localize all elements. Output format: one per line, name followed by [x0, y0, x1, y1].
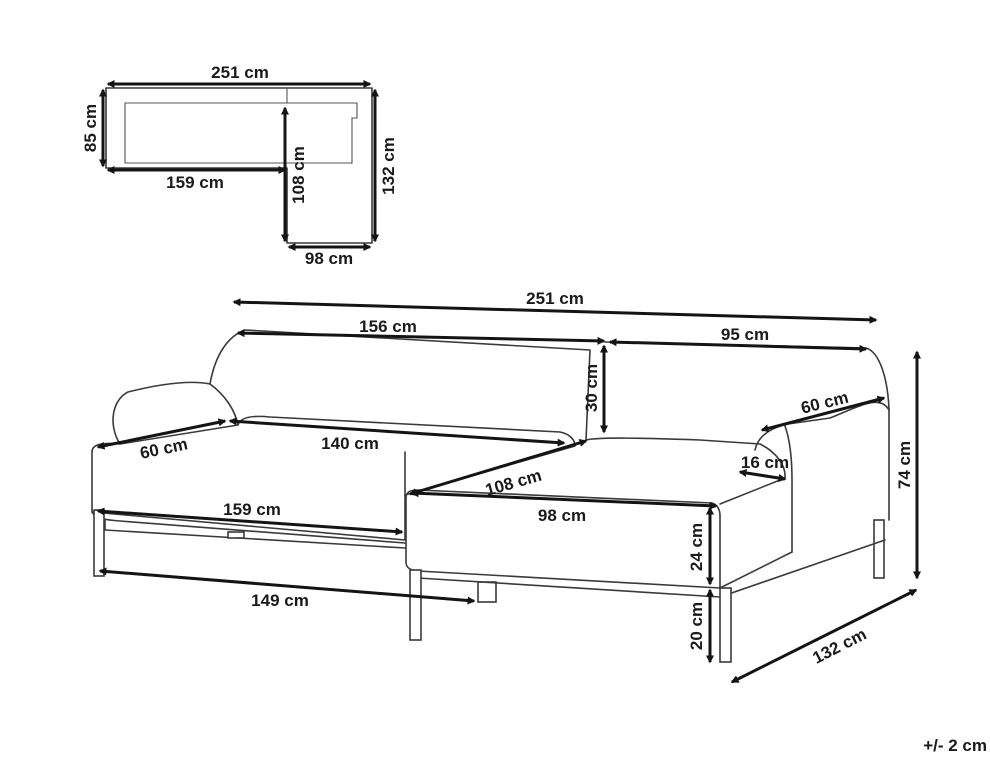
chaise-top [585, 437, 786, 505]
left-armrest-top [112, 381, 239, 445]
plan-chaise-length-label: 108 cm [289, 146, 308, 204]
seat-width-label: 140 cm [321, 434, 379, 453]
arm-width-label: 16 cm [741, 453, 789, 472]
chaise-inner-arrow [408, 439, 588, 496]
chaise-side [719, 551, 793, 589]
chaise-front-arrow [410, 489, 718, 510]
right-armrest-front [784, 425, 793, 553]
leg-span-arrow [98, 567, 476, 605]
base-width-label: 159 cm [223, 500, 281, 519]
left-base-foot [227, 531, 245, 539]
back-right-label: 95 cm [721, 325, 769, 344]
back-right-arrow [608, 338, 868, 353]
arm-depth-right-arrow [760, 395, 886, 433]
arm-depth-left-arrow [96, 418, 227, 450]
chaise-length-arrow [730, 588, 918, 684]
plan-inner-outline [124, 102, 358, 164]
leg-front-left [93, 509, 105, 577]
seat-thickness-label: 24 cm [687, 523, 706, 571]
leg-height-label: 20 cm [687, 602, 706, 650]
leg-back-middle [477, 581, 497, 603]
plan-depth-label: 85 cm [81, 104, 100, 152]
plan-chaise-depth-label: 132 cm [379, 137, 398, 195]
left-base-frame [104, 519, 406, 549]
base-width-arrow [96, 507, 404, 536]
back-left-label: 156 cm [359, 317, 417, 336]
dimensions: 251 cm 156 cm 95 cm 30 cm 74 cm 60 cm 14… [96, 289, 921, 684]
overall-height-label: 74 cm [895, 441, 914, 489]
back-height-label: 30 cm [582, 364, 601, 412]
plan-view: 251 cm 85 cm 159 cm 108 cm 132 cm 98 cm [81, 63, 398, 268]
leg-span-label: 149 cm [251, 591, 309, 610]
left-armrest [91, 451, 406, 541]
tolerance-note: +/- 2 cm [923, 736, 987, 755]
chaise-length-label: 132 cm [809, 625, 869, 668]
plan-width-label: 251 cm [211, 63, 269, 82]
leg-back-right [873, 519, 885, 579]
arm-width-arrow [738, 469, 787, 482]
back-left-arrow [236, 329, 606, 345]
total-width-label: 251 cm [526, 289, 584, 308]
plan-chaise-width-label: 98 cm [305, 249, 353, 268]
leg-front-chaise-right [719, 587, 732, 663]
plan-main-length-label: 159 cm [166, 173, 224, 192]
total-width-arrow [232, 298, 878, 324]
plan-outline [105, 87, 373, 244]
chaise-front-label: 98 cm [538, 506, 586, 525]
leg-front-chaise-left [409, 569, 422, 641]
